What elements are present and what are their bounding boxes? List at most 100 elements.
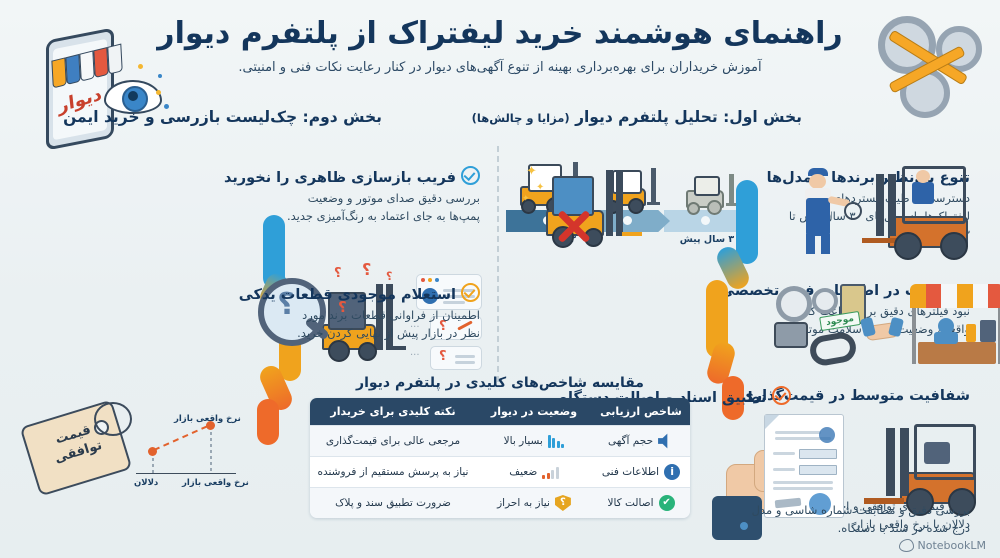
decor-dot [164,104,169,109]
spare-parts-illustration: موجود [770,278,1000,374]
sparkle-icon: ✦ [536,182,545,193]
decor-dot [138,64,143,69]
right-block-1-title-text: فریب بازسازی ظاهری را نخورید [223,170,456,186]
table-row: i اطلاعات فنی ضعیف نیاز به پرسش مستقیم ا… [310,456,690,487]
spec-card-unknown-1: ؟ [430,316,482,340]
official-seal-icon [819,427,835,443]
page-title: راهنمای هوشمند خرید لیفتراک از پلتفرم دی… [157,16,843,51]
check-circle-icon [461,283,480,302]
sleeve [712,496,762,540]
stall-roof [910,284,1000,308]
dotted-connector: ··· [410,322,420,333]
timeline-label-old: ۳۰ سال پیش [679,234,740,245]
right-block-1: فریب بازسازی ظاهری را نخورید بررسی دقیق … [224,166,480,226]
section1-heading-sub: (مزایا و چالش‌ها) [471,111,570,125]
right-block-2-title-text: استعلام موجودی قطعات یدکی [238,287,456,303]
label-market-rate: نرخ واقعی بازار [174,414,241,424]
gear-icon [776,286,812,322]
right-flow-ribbon [700,180,770,420]
pump-icon [774,322,808,348]
table-header-row: شاخص ارزیابی وضعیت در دیوار نکته کلیدی ب… [310,398,690,425]
handshake-sleeve [860,316,876,338]
magnifier-forklift-illustration: ؟ ؟ ؟ ؟ ؟ ؟ ؟ ··· ··· [258,260,488,378]
eye-icon [104,80,162,114]
gears-wrench-icon [874,12,984,120]
watermark-text: NotebookLM [917,539,986,552]
row1-status: بسیار بالا [503,435,543,447]
table-row: ✔ اصالت کالا ؟ نیاز به احراز ضرورت تطبیق… [310,487,690,518]
kpi-table-title: مقایسه شاخص‌های کلیدی در پلتفرم دیوار [356,375,644,391]
cuff-button [740,522,748,530]
left-block-3: شفافیت متوسط در قیمت‌گذاری [740,388,970,404]
row2-indicator: اطلاعات فنی [601,466,660,478]
mechanic-figure [798,168,862,254]
col-header-note: نکته کلیدی برای خریدار [310,398,476,425]
decor-dot [158,74,162,78]
shield-question-icon: ؟ [554,495,571,511]
bar-chart-up-icon [547,434,565,448]
right-block-2-body: اطمینان از فراوانی قطعات برند مورد نظر د… [297,308,480,340]
right-block-1-body: بررسی دقیق صدای موتور و وضعیت پمپ‌ها به … [286,191,480,223]
decor-dot [156,90,161,95]
gear-icon [812,288,838,314]
sparkle-icon: ✦ [526,164,537,179]
axis-label-market: نرخ واقعی بازار [182,478,249,488]
inspection-scene-illustration [792,158,988,262]
divar-logo: دیوار [18,27,169,151]
row3-indicator: اصالت کالا [607,497,654,509]
certificate-document [764,414,844,518]
parts-shop-stall [910,280,1000,370]
point-market-rate [206,421,215,430]
document-verification-illustration [712,412,998,542]
timeline-dot [701,216,710,225]
axis-label-brokers: دلالان [134,478,159,488]
speaker-icon [658,433,668,449]
right-block-2: استعلام موجودی قطعات یدکی اطمینان از فرا… [239,283,480,343]
forklift-document-icon [862,420,988,516]
belt-icon [807,330,859,368]
question-mark: ؟ [362,260,372,279]
verified-badge-icon: ✔ [658,495,675,511]
section1-heading-text: بخش اول: تحلیل پلتفرم دیوار [575,108,802,126]
question-mark: ؟ [386,270,393,283]
timeline-dot [623,216,632,225]
row1-indicator: حجم آگهی [607,435,654,447]
row2-status: ضعیف [509,466,538,478]
row1-note: مرجعی عالی برای قیمت‌گذاری [310,425,476,456]
notebooklm-icon [898,539,914,552]
kpi-table: شاخص ارزیابی وضعیت در دیوار نکته کلیدی ب… [310,398,690,518]
forklift-old-icon [680,174,738,215]
right-block-1-title: فریب بازسازی ظاهری را نخورید [224,166,480,186]
forklift-with-operator-icon [858,162,986,260]
spec-card-unknown-2: ؟ [430,346,482,370]
col-header-indicator: شاخص ارزیابی [592,398,690,425]
magnifier-icon: ؟ [258,278,330,348]
check-circle-icon [461,166,480,185]
bar-chart-down-icon [542,465,559,479]
cross-mark-icon [554,206,594,246]
right-block-3-body-wrap: بررسی دقیق و مطابقت شماره شاسی و مدل درج… [750,502,970,538]
forklift-unknown-icon: ؟ [318,278,406,362]
header: دیوار راهنمای هوشمند خرید لیفتراک از پلت… [0,0,1000,151]
dotted-connector: ··· [408,292,418,303]
page-subtitle: آموزش خریداران برای بهره‌برداری بهینه از… [238,60,762,75]
section1-heading: بخش اول: تحلیل پلتفرم دیوار (مزایا و چال… [472,108,802,126]
price-tag-icon: قیمت توافقی [19,399,133,497]
question-mark: ؟ [334,266,342,281]
row2-note: نیاز به پرسش مستقیم از فروشنده [310,456,476,487]
row3-status: نیاز به احراز [497,497,550,509]
sparkle-icon: ✦ [522,194,530,204]
dotted-connector: ··· [410,350,420,361]
check-circle-icon [771,386,791,405]
right-block-3-body: بررسی دقیق و مطابقت شماره شاسی و مدل درج… [751,503,970,535]
verification-stamp-icon [809,493,831,515]
right-block-2-title: استعلام موجودی قطعات یدکی [239,283,480,303]
column-divider [497,146,499,382]
point-brokers [148,447,157,456]
section2-heading: بخش دوم: چک‌لیست بازرسی و خرید ایمن [63,108,382,126]
left-block-3-title: شفافیت متوسط در قیمت‌گذاری [740,388,970,404]
magnifier-glyph: ؟ [277,287,295,322]
watermark: NotebookLM [898,539,986,552]
col-header-status: وضعیت در دیوار [476,398,592,425]
